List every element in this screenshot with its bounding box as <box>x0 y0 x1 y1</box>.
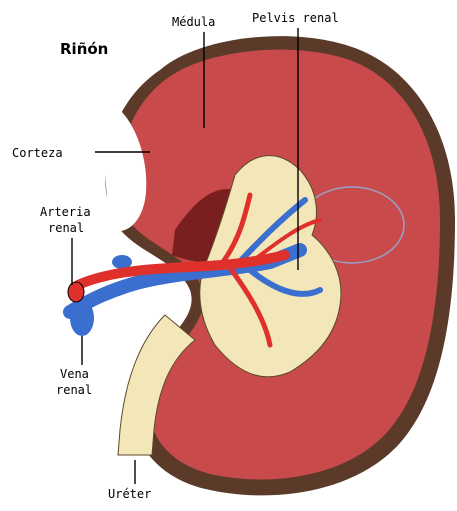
label-arteria-1: Arteria <box>40 205 91 219</box>
label-vena-1: Vena <box>60 367 89 381</box>
label-vena-2: renal <box>56 383 92 397</box>
vein-end <box>70 300 94 336</box>
artery-end <box>68 282 84 302</box>
label-arteria-2: renal <box>48 221 84 235</box>
diagram-title: Riñón <box>60 40 108 58</box>
label-corteza: Corteza <box>12 146 63 160</box>
label-ureter: Uréter <box>108 487 151 501</box>
label-pelvis-renal: Pelvis renal <box>252 11 339 25</box>
label-medula: Médula <box>172 15 215 29</box>
